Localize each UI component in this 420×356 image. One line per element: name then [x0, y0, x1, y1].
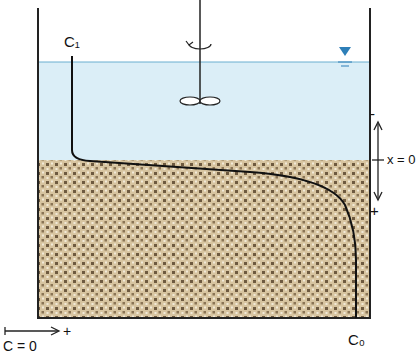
- sign-label: +: [370, 203, 379, 218]
- axis-tick: [372, 159, 384, 160]
- impeller-blade: [180, 97, 200, 105]
- concentration-profile: [72, 56, 356, 318]
- origin-label: C = 0: [3, 339, 37, 353]
- depth-axis: [377, 124, 378, 198]
- stirrer-shaft: [199, 0, 201, 104]
- depth-origin-label: x = 0: [387, 153, 416, 166]
- water-level-line: [341, 66, 349, 67]
- sign-label: -: [370, 106, 375, 121]
- water-level-line: [338, 62, 352, 63]
- sign-label: +: [63, 324, 71, 338]
- concentration-label: C₀: [348, 332, 365, 347]
- water-surface: [39, 62, 369, 63]
- water: [39, 62, 369, 160]
- rotation-head: [186, 41, 193, 45]
- sediment: [39, 160, 369, 318]
- concentration-axis: [5, 330, 58, 331]
- tank-wall: [38, 8, 370, 318]
- rotation-arrow: [189, 44, 211, 49]
- concentration-label: C₁: [64, 34, 80, 49]
- water-level-symbol: [339, 47, 351, 56]
- axis-head: [374, 192, 382, 200]
- axis-head: [51, 327, 59, 335]
- impeller-blade: [200, 97, 220, 105]
- axis-head: [374, 122, 382, 130]
